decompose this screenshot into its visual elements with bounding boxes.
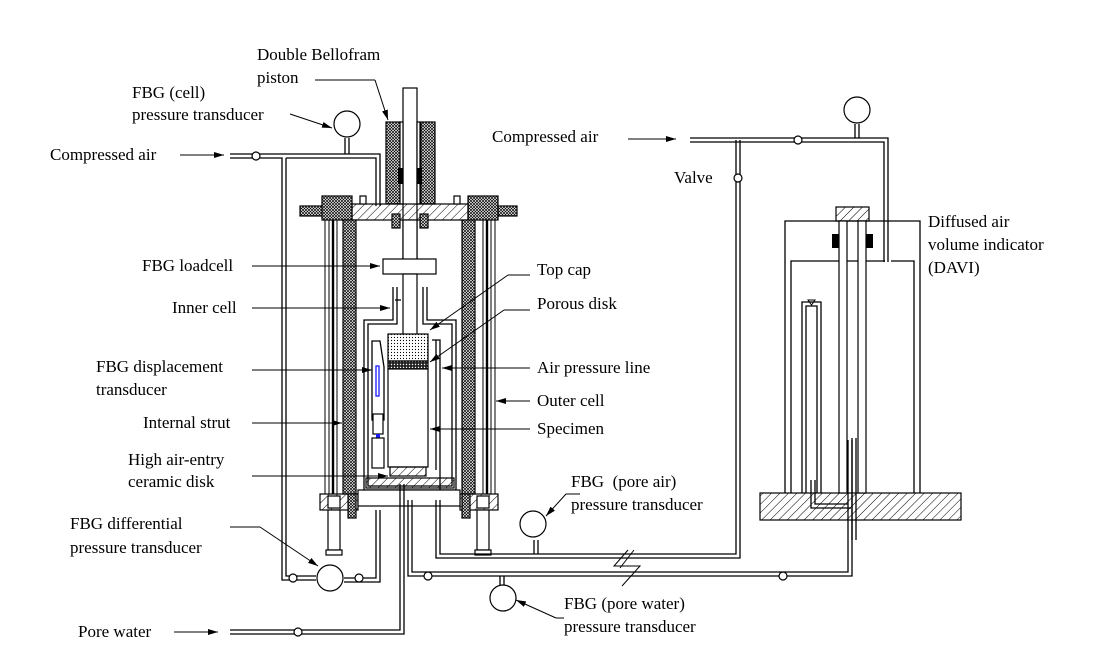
fbg-displacement-transducer	[371, 340, 385, 469]
fbg-pore-water-pressure-transducer-icon	[489, 584, 517, 612]
valve-icon[interactable]	[293, 627, 303, 637]
label-specimen: Specimen	[537, 419, 605, 438]
label-fbg-pore-air: FBG (pore air)	[571, 472, 676, 491]
label-compressed-air-right: Compressed air	[492, 127, 599, 146]
label-fbg-pore-water-2: pressure transducer	[564, 617, 696, 636]
base-plate	[319, 489, 499, 556]
label-porous-disk: Porous disk	[537, 294, 617, 313]
label-davi: Diffused air	[928, 212, 1010, 231]
transducers	[316, 96, 871, 612]
label-fbg-cell: FBG (cell)	[132, 83, 205, 102]
valve-icon[interactable]	[793, 135, 803, 145]
davi-apparatus	[759, 206, 962, 540]
label-ceramic-disk-2: ceramic disk	[128, 472, 215, 491]
label-ceramic-disk: High air-entry	[128, 450, 225, 469]
label-fbg-differential: FBG differential	[70, 514, 183, 533]
internal-strut	[342, 219, 476, 495]
label-compressed-air-left: Compressed air	[50, 145, 157, 164]
valve-icon[interactable]	[778, 571, 788, 581]
label-fbg-differential-2: pressure transducer	[70, 538, 202, 557]
label-fbg-displacement-2: transducer	[96, 380, 167, 399]
top-cap	[387, 333, 429, 362]
porous-disk	[387, 360, 429, 370]
label-inner-cell: Inner cell	[172, 298, 237, 317]
top-plate	[299, 195, 518, 229]
label-outer-cell: Outer cell	[537, 391, 605, 410]
label-internal-strut: Internal strut	[143, 413, 231, 432]
leader-lines	[174, 79, 676, 635]
valve-icon[interactable]	[288, 573, 298, 583]
label-davi-2: volume indicator	[928, 235, 1044, 254]
fbg-differential-pressure-transducer-icon	[316, 564, 344, 592]
label-davi-3: (DAVI)	[928, 258, 980, 277]
label-valve: Valve	[674, 168, 713, 187]
label-fbg-pore-air-2: pressure transducer	[571, 495, 703, 514]
label-fbg-cell-2: pressure transducer	[132, 105, 264, 124]
valve-icon[interactable]	[733, 173, 743, 183]
fbg-pore-air-pressure-transducer-icon	[519, 510, 547, 538]
valve-icon[interactable]	[354, 573, 364, 583]
air-pressure-line	[432, 339, 441, 490]
label-double-bellofram-piston: Double Bellofram	[257, 45, 380, 64]
label-fbg-displacement: FBG displacement	[96, 357, 223, 376]
label-top-cap: Top cap	[537, 260, 591, 279]
valve-icon[interactable]	[251, 151, 261, 161]
label-air-pressure-line: Air pressure line	[537, 358, 650, 377]
double-bellofram-piston	[385, 121, 436, 205]
specimen	[387, 368, 429, 468]
davi-pressure-gauge-icon	[843, 96, 871, 124]
high-air-entry-ceramic-disk	[389, 466, 427, 477]
davi-base	[759, 492, 962, 521]
label-fbg-loadcell: FBG loadcell	[142, 256, 233, 275]
valve-icon[interactable]	[423, 571, 433, 581]
label-double-bellofram-piston-2: piston	[257, 68, 299, 87]
labels: Double Bellofram piston FBG (cell) press…	[50, 45, 1044, 641]
fbg-cell-pressure-transducer-icon	[333, 110, 361, 138]
fbg-loadcell	[382, 258, 437, 275]
pipe-break-symbol	[612, 549, 642, 587]
label-fbg-pore-water: FBG (pore water)	[564, 594, 685, 613]
valves	[251, 135, 803, 637]
label-pore-water: Pore water	[78, 622, 152, 641]
